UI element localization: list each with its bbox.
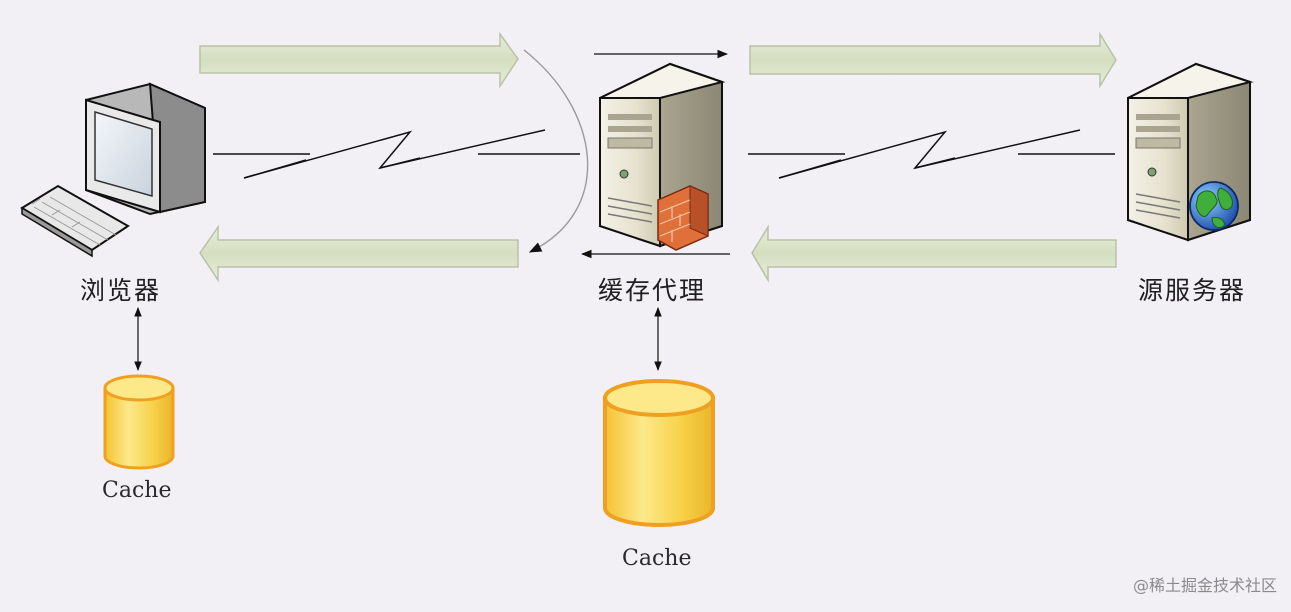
watermark: @稀土掘金技术社区 — [1132, 576, 1277, 595]
globe-icon — [1189, 181, 1239, 231]
network-link-browser-proxy — [213, 129, 580, 179]
flow-arrow-proxy-to-browser — [199, 224, 519, 283]
browser-cache-cylinder-icon — [103, 374, 175, 470]
proxy-cache-cylinder-icon — [603, 379, 715, 527]
browser-label: 浏览器 — [80, 276, 162, 305]
flow-arrow-browser-to-proxy — [199, 31, 519, 89]
computer-icon — [20, 82, 206, 258]
firewall-icon — [657, 185, 709, 251]
proxy-cache-label: Cache — [622, 546, 692, 571]
browser-cache-label: Cache — [102, 478, 172, 503]
proxy-label: 缓存代理 — [598, 276, 707, 305]
flow-arrow-proxy-to-origin — [749, 31, 1117, 89]
origin-label: 源服务器 — [1138, 276, 1247, 305]
flow-arrow-origin-to-proxy — [751, 224, 1117, 283]
network-link-proxy-origin — [748, 129, 1115, 179]
cache-hit-curved-arrow — [523, 49, 589, 253]
